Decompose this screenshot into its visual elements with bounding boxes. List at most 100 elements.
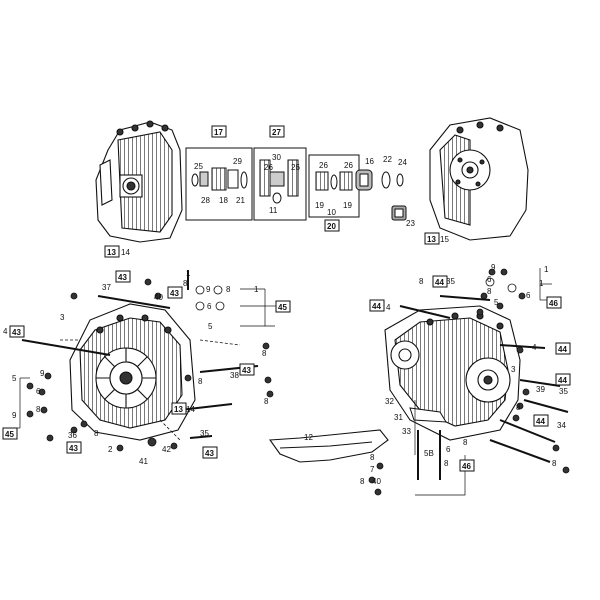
label-7: 7	[370, 465, 375, 474]
label-6c: 6	[487, 275, 492, 284]
label-24: 24	[398, 158, 407, 167]
boxed-label-13-top-right: 13	[424, 232, 440, 245]
seals-right	[355, 169, 407, 221]
svg-text:43: 43	[170, 289, 179, 298]
svg-text:44: 44	[435, 278, 444, 287]
svg-text:46: 46	[462, 462, 471, 471]
boxed-label-43f: 43	[202, 446, 218, 459]
label-8n: 8	[370, 453, 375, 462]
label-8l: 8	[444, 459, 449, 468]
crankcase-assembly-left	[69, 303, 196, 441]
label-21: 21	[236, 196, 245, 205]
label-34: 34	[557, 421, 566, 430]
label-9d: 9	[491, 263, 496, 272]
label-9a: 9	[206, 285, 211, 294]
label-3b: 3	[511, 365, 516, 374]
label-35a: 35	[200, 429, 209, 438]
label-6d: 6	[526, 291, 531, 300]
dashed-leaders-left	[60, 339, 241, 441]
crankcase-half-left-top	[95, 120, 183, 243]
boxed-label-43a: 43	[115, 270, 131, 283]
boxed-label-43c: 43	[9, 325, 25, 338]
label-40: 40	[154, 293, 163, 302]
boxed-label-43e: 43	[239, 363, 255, 376]
label-8o: 8	[360, 477, 365, 486]
boxed-label-46a: 46	[546, 296, 562, 309]
svg-text:17: 17	[214, 128, 223, 137]
label-40b: 40	[372, 477, 381, 486]
boxed-label-13-bottom: 13	[171, 402, 187, 415]
bearing-group-27	[253, 147, 307, 221]
crankcase-half-right-top	[429, 117, 529, 241]
svg-text:13: 13	[427, 235, 436, 244]
label-3a: 3	[60, 313, 65, 322]
label-38: 38	[230, 371, 239, 380]
skid-plate-12	[268, 429, 389, 463]
label-22: 22	[383, 155, 392, 164]
svg-text:45: 45	[278, 303, 287, 312]
boxed-label-43b: 43	[167, 286, 183, 299]
svg-text:27: 27	[272, 128, 281, 137]
label-8i: 8	[419, 277, 424, 286]
label-11: 11	[269, 206, 278, 215]
label-36: 36	[68, 431, 77, 440]
label-19a: 19	[315, 201, 324, 210]
label-39: 39	[536, 385, 545, 394]
label-8f: 8	[262, 349, 267, 358]
bracket-31	[409, 407, 447, 423]
label-12: 12	[304, 433, 313, 442]
label-35c: 35	[559, 387, 568, 396]
crankcase-assembly-right	[384, 305, 521, 441]
label-26a: 26	[264, 163, 273, 172]
label-6e: 6	[446, 445, 451, 454]
label-35b: 35	[446, 277, 455, 286]
label-8e: 8	[198, 377, 203, 386]
boxed-label-27: 27	[269, 125, 285, 138]
label-6b: 6	[36, 387, 41, 396]
label-26b: 26	[291, 163, 300, 172]
boxed-label-13-top-left: 13	[104, 245, 120, 258]
svg-text:43: 43	[205, 449, 214, 458]
label-5b: 5	[12, 374, 17, 383]
boxed-label-45b: 45	[2, 427, 18, 440]
label-32: 32	[385, 397, 394, 406]
svg-text:44: 44	[536, 417, 545, 426]
label-4c: 4	[532, 343, 537, 352]
fasteners-left	[26, 278, 274, 452]
svg-text:43: 43	[12, 328, 21, 337]
label-5a: 5	[208, 322, 213, 331]
svg-text:20: 20	[327, 222, 336, 231]
boxed-label-46b: 46	[459, 459, 475, 472]
label-2: 2	[108, 445, 113, 454]
boxed-label-44a: 44	[432, 275, 448, 288]
svg-text:44: 44	[558, 345, 567, 354]
label-26d: 26	[344, 161, 353, 170]
label-25: 25	[194, 162, 203, 171]
studs-right	[399, 295, 569, 480]
label-8m: 8	[463, 438, 468, 447]
label-8h: 8	[487, 287, 492, 296]
bearing-group-17	[185, 147, 253, 221]
svg-text:46: 46	[549, 299, 558, 308]
boxed-label-44e: 44	[533, 414, 549, 427]
label-1c: 1	[544, 265, 549, 274]
label-10: 10	[327, 208, 336, 217]
boxed-label-43d: 43	[66, 441, 82, 454]
label-19b: 19	[343, 201, 352, 210]
label-37: 37	[102, 283, 111, 292]
svg-text:43: 43	[118, 273, 127, 282]
label-6a: 6	[207, 302, 212, 311]
fasteners-right	[368, 268, 570, 496]
label-26c: 26	[319, 161, 328, 170]
svg-text:45: 45	[5, 430, 14, 439]
label-33: 33	[402, 427, 411, 436]
label-8j: 8	[516, 403, 521, 412]
svg-text:43: 43	[242, 366, 251, 375]
label-9c: 9	[12, 411, 17, 420]
boxed-label-44b: 44	[369, 299, 385, 312]
svg-text:44: 44	[372, 302, 381, 311]
boxed-label-20: 20	[324, 219, 340, 232]
label-8d: 8	[94, 429, 99, 438]
label-5c: 5	[494, 298, 499, 307]
